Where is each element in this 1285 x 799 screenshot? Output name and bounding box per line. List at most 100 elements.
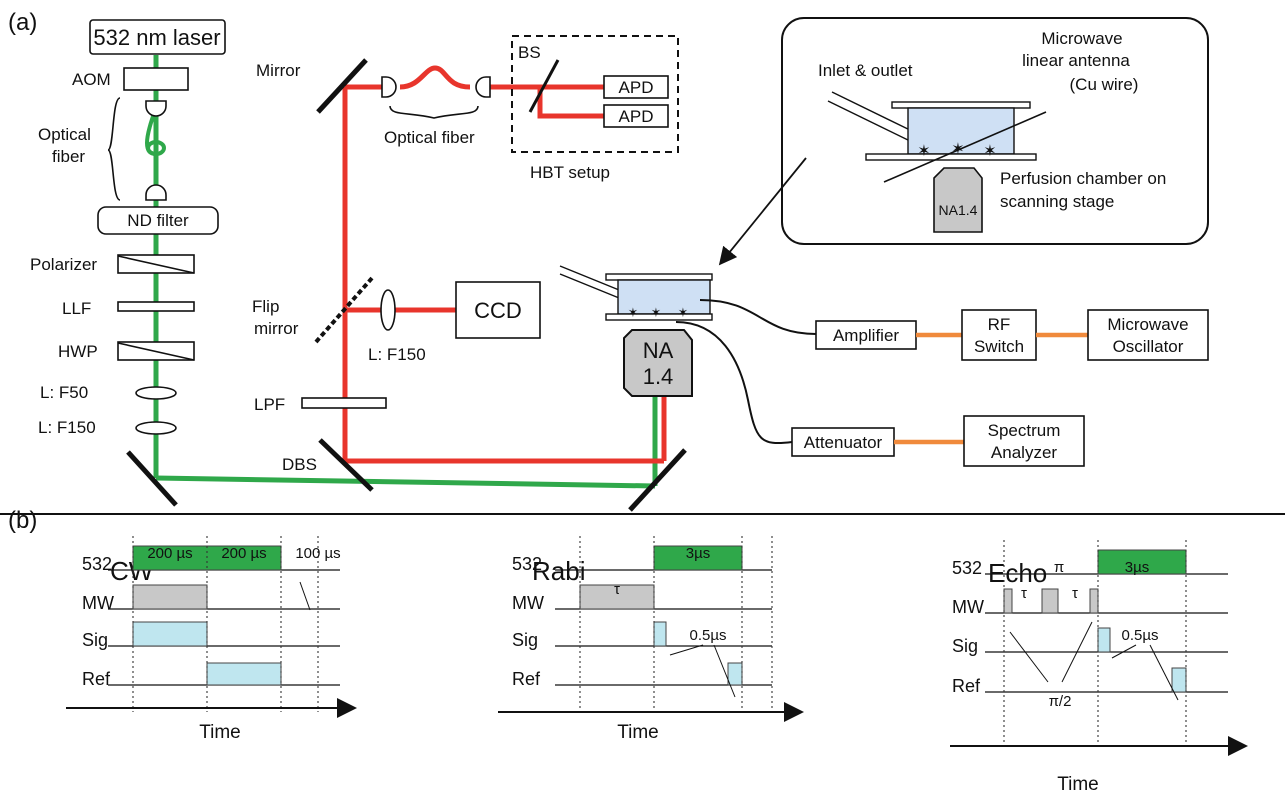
timing-row-label-2-3: Ref xyxy=(952,676,981,696)
red-beam xyxy=(342,65,667,464)
inset-arrow xyxy=(718,157,807,266)
lens-f50 xyxy=(135,386,177,400)
inset-objective xyxy=(933,167,983,233)
laser-label: 532 nm laser xyxy=(93,25,220,50)
timing-leader-2-1 xyxy=(1061,621,1093,683)
timing-title-2: Echo xyxy=(988,558,1047,588)
aom-box xyxy=(123,67,189,91)
analyzer-label-2: Analyzer xyxy=(991,443,1057,462)
antenna-label-2: linear antenna xyxy=(1022,51,1130,70)
hbt-label: HBT setup xyxy=(530,163,610,182)
chamber-label-2: scanning stage xyxy=(1000,192,1114,211)
timing-row-label-1-0: 532 xyxy=(512,554,542,574)
green-beam xyxy=(153,55,658,489)
timing-annotation-0-0: 200 µs xyxy=(147,545,192,562)
timing-pulse-2-5 xyxy=(1171,667,1187,693)
timing-leader-1-0 xyxy=(669,644,704,656)
timing-pulse-1-3 xyxy=(727,662,743,686)
timing-pulse-0-1 xyxy=(132,584,208,610)
timing-row-label-2-2: Sig xyxy=(952,636,978,656)
svg-text:✶: ✶ xyxy=(651,305,662,320)
llf-label: LLF xyxy=(62,299,91,318)
fiber-brace xyxy=(107,97,121,201)
lens-f150 xyxy=(135,421,177,435)
timing-annotation-1-1: 3µs xyxy=(686,545,711,562)
mirror-bottom-left xyxy=(126,450,178,507)
llf-element xyxy=(117,301,195,312)
polarizer-label: Polarizer xyxy=(30,255,97,274)
timing-pulse-0-2 xyxy=(132,621,208,647)
timing-title-1: Rabi xyxy=(532,556,585,586)
timing-leader-1-1 xyxy=(713,644,736,698)
timing-pulse-2-4 xyxy=(1097,627,1111,653)
objective-label-2: 1.4 xyxy=(643,364,674,389)
flip-mirror-label-2: mirror xyxy=(254,319,299,338)
cable-to-amplifier xyxy=(699,299,817,335)
laser-box xyxy=(89,19,226,55)
panel-label-b: (b) xyxy=(8,507,37,534)
timing-pulse-1-2 xyxy=(653,621,667,647)
apd-box-2 xyxy=(603,104,669,128)
chamber-label-1: Perfusion chamber on xyxy=(1000,169,1166,188)
svg-text:✶: ✶ xyxy=(983,143,996,160)
amplifier-box xyxy=(815,320,917,350)
ccd-lens xyxy=(380,289,396,331)
timing-xlabel-0: Time xyxy=(199,722,241,743)
flip-mirror-label-1: Flip xyxy=(252,297,279,316)
hbt-box xyxy=(511,35,679,153)
oscillator-box xyxy=(1087,309,1209,361)
aom-label: AOM xyxy=(72,70,111,89)
lens-f150-label: L: F150 xyxy=(38,418,96,437)
perfusion-chamber: ✶ ✶ ✶ xyxy=(559,265,713,321)
attenuator-box xyxy=(791,427,895,457)
antenna-label-1: Microwave xyxy=(1041,29,1122,48)
timing-annotation-2-3: π/2 xyxy=(1049,693,1072,710)
timing-row-label-1-1: MW xyxy=(512,593,544,613)
timing-leader-2-2 xyxy=(1111,644,1137,659)
fiber-top-label: Optical fiber xyxy=(384,128,475,147)
ccd-label: CCD xyxy=(474,298,522,323)
timing-annotation-1-2: 0.5µs xyxy=(690,627,727,644)
timing-leader-0-0 xyxy=(299,581,311,611)
fiber-coupler-out xyxy=(145,184,167,201)
ccd-lens-label: L: F150 xyxy=(368,345,426,364)
rf-switch-label-2: Switch xyxy=(974,337,1024,356)
fiber-in-top xyxy=(381,76,397,98)
lpf-element xyxy=(301,397,387,409)
timing-annotation-2-4: 3µs xyxy=(1125,559,1150,576)
timing-row-label-0-3: Ref xyxy=(82,669,111,689)
bs-label: BS xyxy=(518,43,541,62)
inlet-label: Inlet & outlet xyxy=(818,61,913,80)
lens-f50-label: L: F50 xyxy=(40,383,88,402)
apd-label-1: APD xyxy=(619,78,654,97)
dbs-label: DBS xyxy=(282,455,317,474)
timing-annotation-0-1: 200 µs xyxy=(221,545,266,562)
timing-annotation-2-0: τ xyxy=(1021,585,1027,602)
svg-text:✶: ✶ xyxy=(628,305,639,320)
timing-pulse-2-3 xyxy=(1089,588,1099,614)
timing-leader-2-3 xyxy=(1149,644,1179,701)
nd-filter-box xyxy=(97,206,219,235)
timing-annotation-0-2: 100 µs xyxy=(295,545,340,562)
cable-to-attenuator xyxy=(675,321,793,444)
svg-text:✶: ✶ xyxy=(678,305,689,320)
mirror-bottom-right xyxy=(628,448,687,512)
fiber-label-line2: fiber xyxy=(52,147,85,166)
rf-switch-label-1: RF xyxy=(988,315,1011,334)
timing-pulse-0-3 xyxy=(206,662,282,686)
svg-text:✶: ✶ xyxy=(917,143,930,160)
oscillator-label-1: Microwave xyxy=(1107,315,1188,334)
fiber-top-brace xyxy=(389,105,479,119)
panel-label-a: (a) xyxy=(8,9,37,36)
rf-switch-box xyxy=(961,309,1037,361)
mirror-top xyxy=(316,58,368,114)
dbs-mirror xyxy=(318,438,374,492)
apd-box-1 xyxy=(603,75,669,99)
timing-row-label-0-0: 532 xyxy=(82,554,112,574)
apd-label-2: APD xyxy=(619,107,654,126)
fiber-label-line1: Optical xyxy=(38,125,91,144)
hwp-label: HWP xyxy=(58,342,98,361)
objective-label-1: NA xyxy=(643,338,674,363)
